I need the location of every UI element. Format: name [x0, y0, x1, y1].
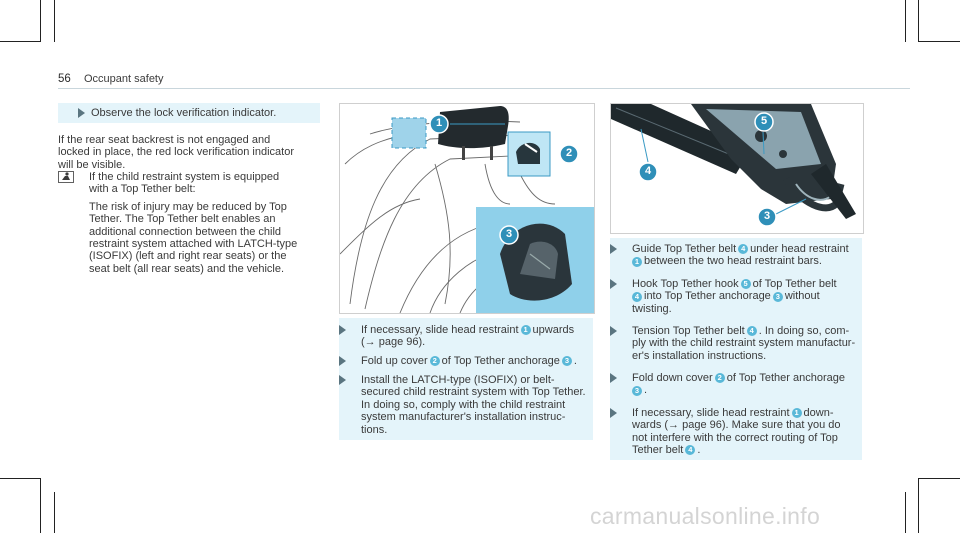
- seat-illustration: [340, 104, 594, 313]
- callout-circle-icon: [638, 162, 658, 182]
- callout-4: 4: [638, 162, 658, 187]
- callout-number-icon: 4: [746, 326, 757, 337]
- figure-head-restraint: 1 2 3: [339, 103, 595, 314]
- child-seat-note: If the child restraint system is equippe…: [58, 171, 297, 275]
- callout-5: 5: [754, 112, 774, 137]
- page-number: 56: [58, 73, 71, 85]
- callout-number-icon: 3: [772, 291, 783, 302]
- steps-box-right: [610, 238, 862, 460]
- callout-circle-icon: [757, 207, 777, 227]
- callout-circle-icon: [499, 225, 519, 245]
- step-arrow-icon: [339, 325, 346, 335]
- section-title: Occupant safety: [84, 73, 164, 85]
- step-arrow-icon: [610, 244, 617, 254]
- crop-mark: [0, 41, 40, 42]
- step-arrow-icon: [339, 375, 346, 385]
- crop-mark: [918, 41, 960, 42]
- child-seat-icon: [58, 171, 74, 183]
- step-arrow-icon: [610, 408, 617, 418]
- callout-number-icon: 3: [632, 385, 642, 396]
- crop-mark: [54, 41, 55, 42]
- callout-number-icon: 4: [685, 445, 696, 456]
- step-arrow-icon: [610, 373, 617, 383]
- callout-number-icon: 2: [429, 356, 440, 367]
- crop-mark: [905, 492, 906, 533]
- crop-mark: [918, 478, 960, 479]
- crop-mark: [54, 0, 55, 42]
- watermark: carmanualsonline.info: [590, 503, 821, 529]
- callout-circle-icon: [754, 112, 774, 132]
- observe-step: Observe the lock verification indicator.: [78, 107, 276, 119]
- callout-number-icon: 5: [740, 279, 751, 290]
- crop-mark: [40, 0, 41, 42]
- step-arrow-icon: [610, 326, 617, 336]
- callout-number-icon: 3: [561, 356, 572, 367]
- callout-number-icon: 2: [714, 373, 725, 384]
- callout-number-icon: 1: [791, 408, 802, 419]
- callout-number-icon: 1: [632, 256, 642, 267]
- callout-3b: 3: [757, 207, 777, 232]
- callout-3: 3: [499, 225, 519, 250]
- crop-mark: [54, 492, 55, 533]
- callout-number-icon: 4: [632, 291, 642, 302]
- crop-mark: [918, 478, 919, 533]
- crop-mark: [905, 0, 906, 42]
- callout-number-icon: 4: [738, 244, 749, 255]
- callout-circle-icon: [429, 114, 449, 134]
- crop-mark: [40, 478, 41, 533]
- note-box: [58, 103, 320, 123]
- step-install: Install the LATCH-type (ISOFIX) or belt-…: [339, 374, 591, 436]
- step-arrow-icon: [78, 108, 85, 119]
- header-rule: [58, 88, 910, 89]
- callout-number-icon: 1: [520, 325, 531, 336]
- step-arrow-icon: [610, 279, 617, 289]
- callout-2: 2: [559, 144, 579, 169]
- callout-circle-icon: [559, 144, 579, 164]
- callout-1: 1: [429, 114, 449, 139]
- crop-mark: [918, 0, 919, 42]
- step-arrow-icon: [339, 356, 346, 366]
- steps-box: [339, 318, 593, 440]
- lock-paragraph: If the rear seat backrest is not engaged…: [58, 134, 295, 171]
- figure-top-tether: 4 5 3: [610, 103, 864, 234]
- crop-mark: [0, 478, 40, 479]
